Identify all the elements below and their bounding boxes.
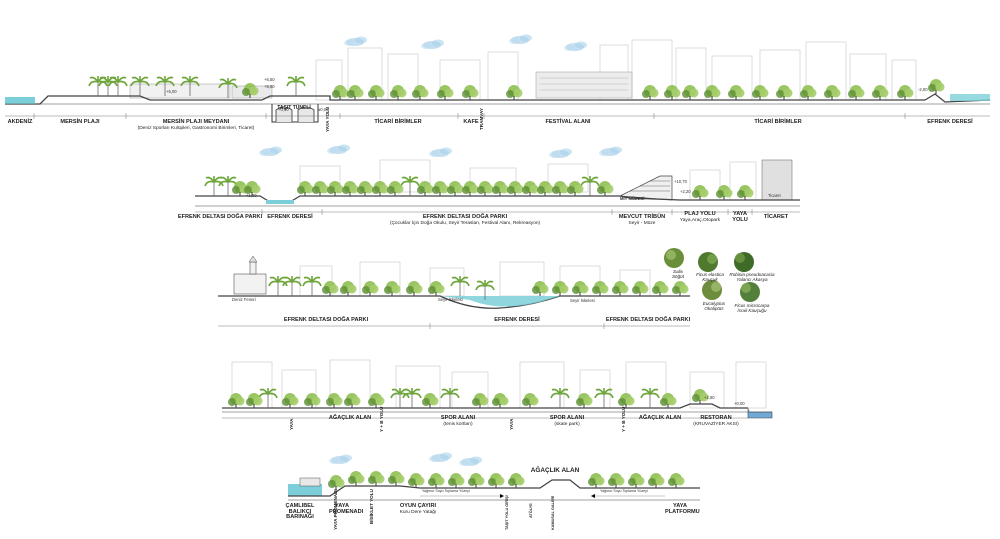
vertical-label: YAYA PROMENADI (333, 489, 338, 530)
pier-tag: Seyir İskelesi (438, 297, 463, 302)
vertical-label: TAŞIT YOLU GİRİŞİ (505, 495, 509, 530)
vertical-label: ATÖLYE (529, 503, 533, 518)
level-mark: -2,00 (918, 87, 928, 92)
zone-label: TİCARET (763, 214, 789, 220)
vertical-label: BİSİKLET YOLU (369, 489, 374, 524)
vertical-label: YAYA (509, 418, 514, 431)
vertical-label: YAYA (289, 418, 294, 431)
zone-label: SPOR ALANI(skate park) (549, 415, 585, 427)
museum-tag: MİY MÜZESİ (620, 196, 645, 201)
vertical-label: TRAMVAY (479, 108, 484, 130)
zone-label: YAYA YOLU (732, 211, 748, 223)
level-mark: +0,00 (278, 107, 289, 112)
zone-label: EFRENK DELTASI DOĞA PARKI(Çocuklar İçin … (389, 214, 541, 226)
level-mark: +5,50 (264, 84, 275, 89)
section-5 (288, 452, 700, 501)
level-mark: +2,50 (704, 395, 715, 400)
zone-label: AKDENİZ (7, 119, 33, 125)
level-mark: +1,00 (246, 193, 257, 198)
level-mark: +5,00 (166, 89, 177, 94)
level-mark: +0,00 (734, 401, 745, 406)
zone-label: MERSİN PLAJI MEYDANI(Deniz Sporları Kulü… (137, 119, 255, 131)
level-mark: ±0,00 (318, 107, 329, 112)
zone-label: EFRENK DERESİ (927, 119, 973, 125)
zone-label: EFRENK DELTASI DOĞA PARKI (177, 214, 263, 220)
zone-label-tunnel: TAŞIT TÜNELİ (277, 105, 311, 111)
section-title: AĞAÇLIK ALAN (530, 467, 580, 474)
zone-label: TİCARİ BİRİMLER (374, 119, 422, 125)
zone-label: EFRENK DERESİ (494, 317, 540, 323)
zone-label: SPOR ALANI(tenis kortları) (440, 415, 476, 427)
zone-label: RESTORAN(KRUVAZİYER AKSI) (693, 415, 739, 427)
zone-label: AĞAÇLIK ALAN (328, 415, 372, 421)
pier-tag: Seyir İskelesi (570, 298, 595, 303)
zone-label: AĞAÇLIK ALAN (638, 415, 682, 421)
vertical-label: Y + B YOLU (621, 406, 626, 433)
zone-label: FESTİVAL ALANI (545, 119, 591, 125)
vertical-label: Y + B YOLU (379, 406, 384, 433)
building-tag: Ticaret (768, 193, 781, 198)
zone-label: EFRENK DELTASI DOĞA PARKI (283, 317, 369, 323)
level-mark: +2,20 (680, 189, 691, 194)
level-mark: +6,50 (264, 77, 275, 82)
section-4 (222, 359, 773, 419)
zone-label: YAYA PLATFORMU (665, 503, 700, 515)
vertical-label: KAMUSAL GALERİ (551, 495, 555, 530)
section-3 (218, 248, 760, 329)
zone-label: YAYA PROMENADI (329, 503, 364, 515)
zone-label: MERSİN PLAJI (60, 119, 100, 125)
zone-label: TİCARİ BİRİMLER (754, 119, 802, 125)
section-2 (195, 144, 800, 215)
zone-label: KAFE (463, 119, 479, 125)
rainwater-tag: Yağmur Suyu Toplama Yüzeyi (600, 489, 648, 493)
zone-label: EFRENK DELTASI DOĞA PARKI (605, 317, 691, 323)
rainwater-tag: Yağmur Suyu Toplama Yüzeyi (422, 489, 470, 493)
lighthouse-tag: Deniz Feneri (232, 297, 256, 302)
zone-label: ÇAMLIBEL BALIKÇI BARINAĞI (285, 503, 315, 521)
zone-label: EFRENK DERESİ (267, 214, 313, 220)
level-mark: +10,70 (674, 179, 687, 184)
section-1 (5, 34, 991, 123)
